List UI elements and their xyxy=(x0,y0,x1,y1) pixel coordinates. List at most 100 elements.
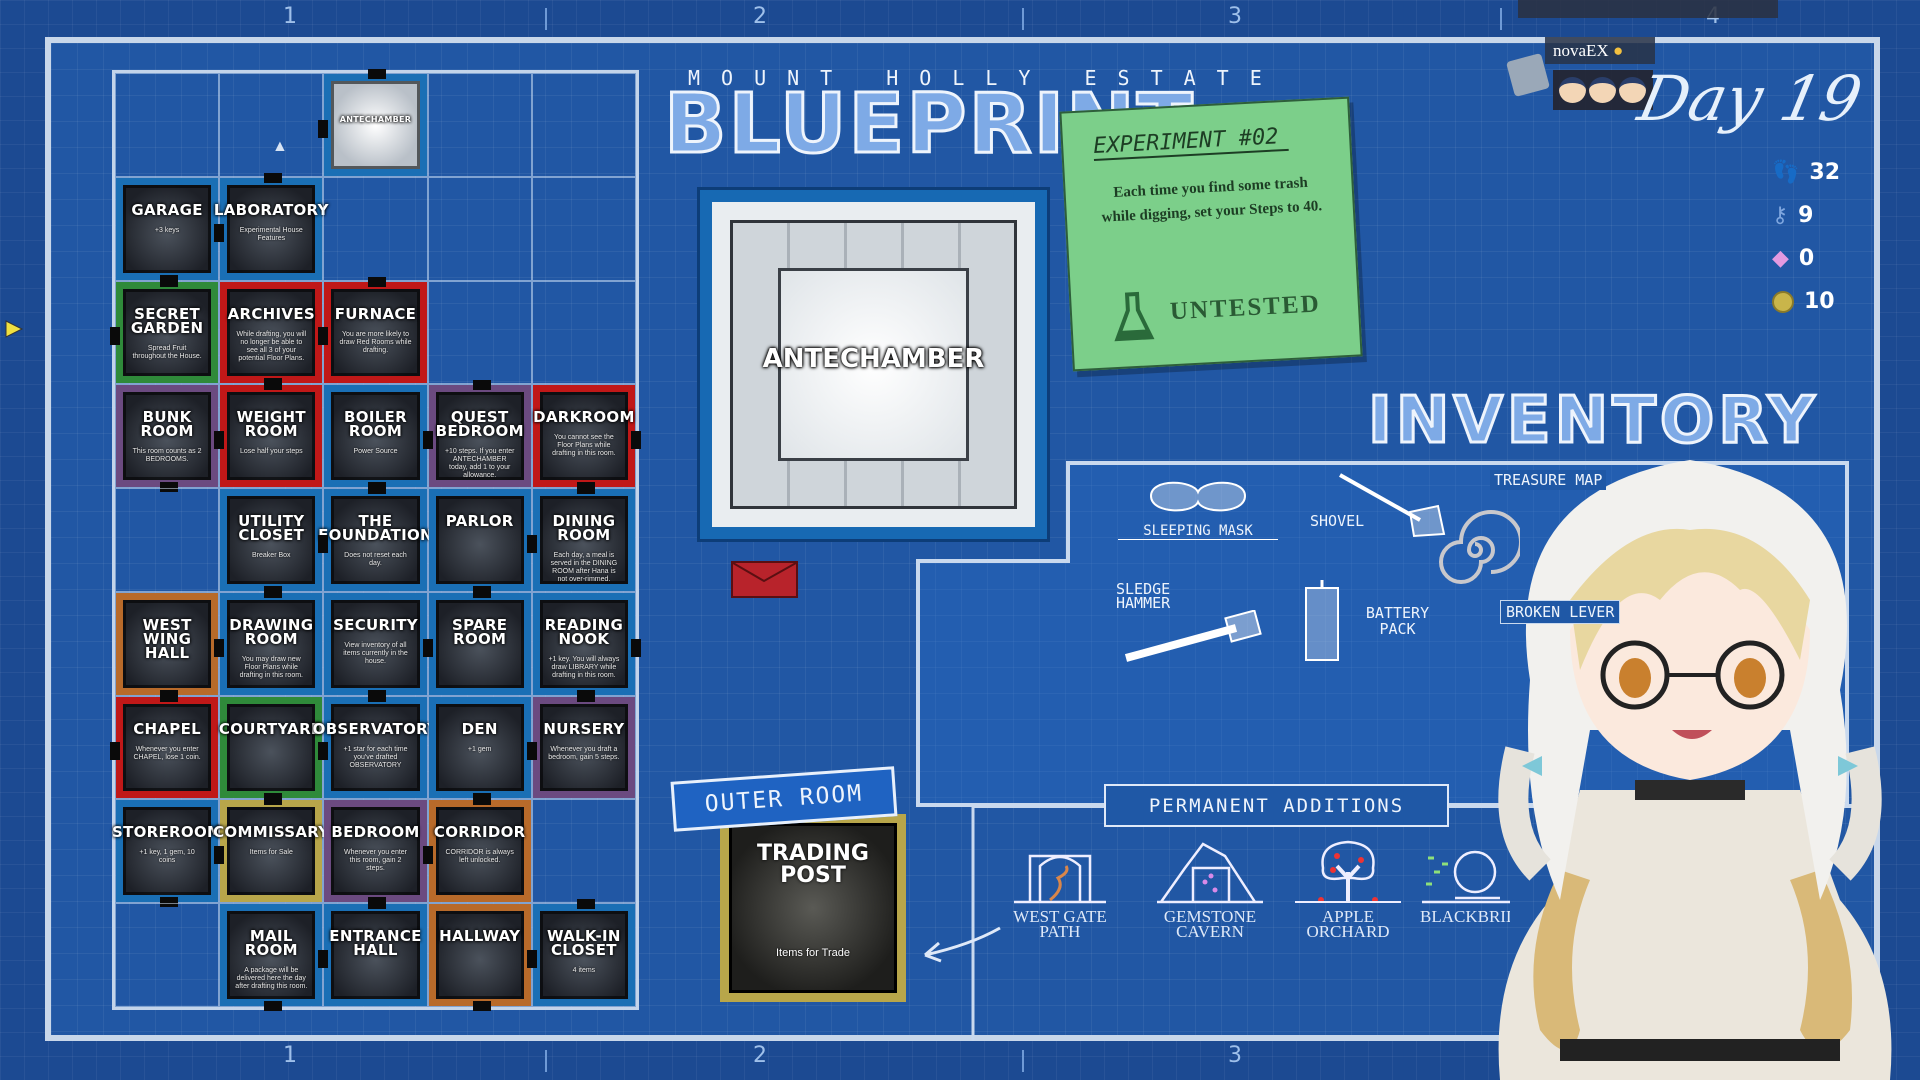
inventory-item-shovel[interactable]: SHOVEL xyxy=(1310,470,1460,545)
grid-cell[interactable]: DEN +1 gem xyxy=(427,695,537,804)
room-name: DINING ROOM xyxy=(552,512,616,545)
room-name: WALK-IN CLOSET xyxy=(546,927,621,960)
room-description: You may draw new Floor Plans while draft… xyxy=(239,655,303,679)
ruler-tick xyxy=(1022,8,1024,30)
entry-marker-icon: ▲ xyxy=(272,138,288,155)
inventory-item-treasure-map[interactable]: TREASURE MAP xyxy=(1490,470,1607,490)
grid-cell[interactable]: QUEST BEDROOM+10 steps. If you enter ANT… xyxy=(422,380,532,489)
grid-cell[interactable] xyxy=(115,73,220,177)
door-icon xyxy=(318,950,329,969)
grid-cell[interactable] xyxy=(531,73,636,177)
grid-cell[interactable] xyxy=(115,903,220,1007)
door-icon xyxy=(630,431,641,450)
grid-cell[interactable]: HALLWAY xyxy=(427,903,537,1011)
room-name: DEN xyxy=(461,719,498,738)
room-description: CORRIDOR is always left unlocked. xyxy=(445,849,514,865)
inventory-item-battery-pack[interactable]: BATTERY PACK xyxy=(1300,578,1460,664)
door-icon xyxy=(318,327,329,346)
door-icon xyxy=(110,742,120,761)
addition-apple-orchard[interactable]: APPLE ORCHARD xyxy=(1283,838,1413,940)
grid-cell[interactable] xyxy=(115,488,220,592)
sledge-hammer-icon xyxy=(1124,609,1262,662)
room-description: While drafting, you will no longer be ab… xyxy=(236,330,307,362)
door-icon xyxy=(422,431,433,450)
room-name: SPARE ROOM xyxy=(452,615,508,648)
door-icon xyxy=(472,795,491,806)
grid-cell[interactable]: SPARE ROOM xyxy=(422,587,532,696)
room-den[interactable]: DEN +1 gem xyxy=(428,696,531,799)
estate-subtitle: MOUNT HOLLY ESTATE xyxy=(688,66,1283,90)
grid-cell[interactable] xyxy=(531,280,636,385)
addition-gemstone-cavern[interactable]: GEMSTONE CAVERN xyxy=(1145,838,1275,940)
grid-cell[interactable] xyxy=(427,73,532,177)
room-name: COMMISSARY xyxy=(213,823,330,842)
grid-cell[interactable]: SECRET GARDEN Spread Fruit throughout the… xyxy=(110,276,220,385)
permanent-additions-title: PERMANENT ADDITIONS xyxy=(1104,784,1449,827)
key-icon: ⚷ xyxy=(1772,203,1789,228)
room-name: SECRET GARDEN xyxy=(130,304,204,337)
door-icon xyxy=(368,276,387,287)
room-description: A package will be delivered here the day… xyxy=(235,967,308,991)
grid-cell[interactable]: READING NOOK+1 key. You will always draw… xyxy=(531,591,641,700)
door-icon xyxy=(318,534,329,553)
door-icon xyxy=(264,795,283,806)
room-description: +1 star for each time you've drafted OBS… xyxy=(343,745,408,769)
selected-room-card[interactable]: ANTECHAMBER xyxy=(700,190,1047,539)
ruler-tick xyxy=(545,1050,547,1072)
ruler-tick xyxy=(1022,1050,1024,1072)
room-description: This room counts as 2 BEDROOMS. xyxy=(132,448,202,464)
room-description: Spread Fruit throughout the House. xyxy=(132,344,202,360)
room-description: Items for Sale xyxy=(249,849,293,857)
shovel-icon xyxy=(1339,473,1446,538)
grid-cell[interactable]: COMMISSARY Items for Sale xyxy=(213,795,329,904)
room-spare-room[interactable]: SPARE ROOM xyxy=(428,592,531,695)
room-hallway[interactable]: HALLWAY xyxy=(428,904,531,1006)
door-icon xyxy=(318,742,329,761)
inventory-item-sledge-hammer[interactable]: SLEDGE HAMMER xyxy=(1116,582,1276,670)
grid-cell[interactable] xyxy=(531,176,636,281)
addition-west-gate-path[interactable]: WEST GATE PATH xyxy=(995,838,1125,940)
room-description: +1 key, 1 gem, 10 coins xyxy=(139,849,195,865)
streamer-avatar xyxy=(1498,460,1892,1080)
room-description: View inventory of all items currently in… xyxy=(343,641,408,665)
ruler-label: 1 xyxy=(283,4,297,29)
grid-cell[interactable]: OBSERVATORY+1 star for each time you've … xyxy=(313,691,438,800)
trading-post-room[interactable]: TRADING POST Items for Trade xyxy=(720,814,906,1002)
inventory-item-sleeping-mask[interactable]: SLEEPING MASK xyxy=(1118,470,1278,540)
inventory-item-broken-lever[interactable]: BROKEN LEVER xyxy=(1500,600,1621,624)
duck-icon: ● xyxy=(1612,41,1624,60)
ruler-label: 3 xyxy=(1228,4,1242,29)
room-name: PARLOR xyxy=(445,512,514,531)
grid-cell[interactable]: ANTECHAMBER xyxy=(318,69,428,177)
room-name: ANTECHAMBER xyxy=(339,115,412,124)
room-description: Power Source xyxy=(353,448,398,456)
flask-icon xyxy=(1114,291,1155,342)
grid-cell[interactable]: ENTRANCE HALL xyxy=(318,899,428,1007)
room-description: Lose half your steps xyxy=(239,448,303,456)
envelope-icon[interactable] xyxy=(731,561,798,598)
addition-blackbridge-grotto[interactable]: BLACKBRIDGE GROTTO xyxy=(1420,838,1510,924)
door-icon xyxy=(526,534,537,553)
room-description: +3 keys xyxy=(154,226,180,234)
room-description: Whenever you enter CHAPEL, lose 1 coin. xyxy=(133,745,201,761)
room-description: +1 gem xyxy=(467,745,492,753)
grid-cell[interactable] xyxy=(427,176,532,281)
room-storeroom[interactable]: STOREROOM+1 key, 1 gem, 10 coins xyxy=(112,800,222,903)
